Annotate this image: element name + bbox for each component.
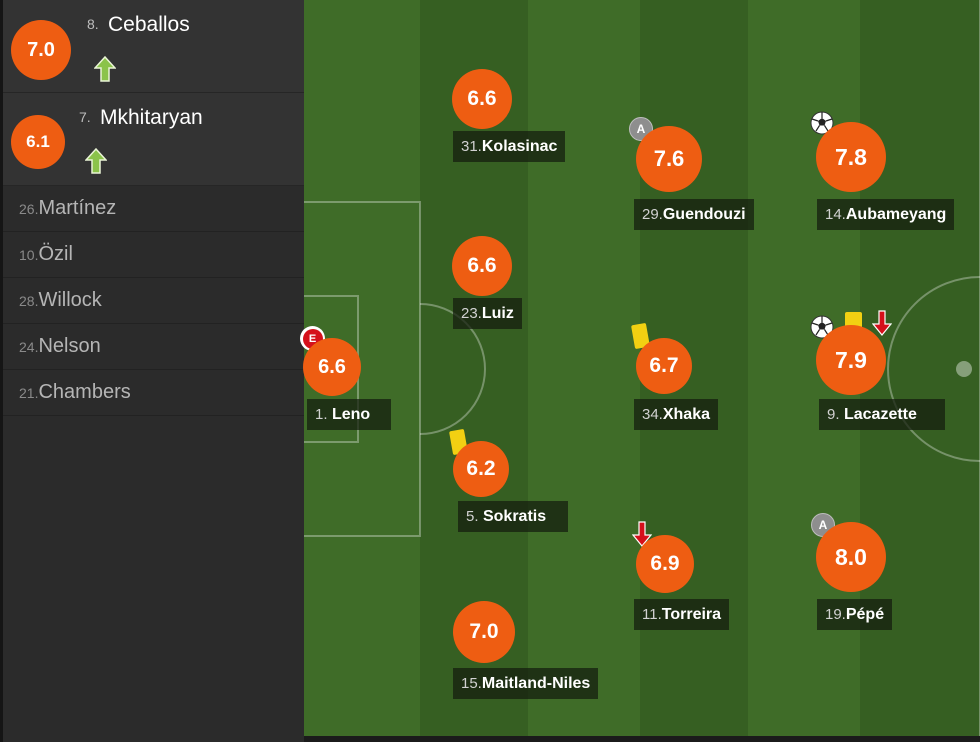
- player-number: 14.: [825, 206, 846, 223]
- player-label: 29.Guendouzi: [634, 199, 754, 230]
- player-name: Nelson: [38, 335, 101, 357]
- player-name: Özil: [38, 243, 73, 265]
- bench-player-row[interactable]: 26.Martínez: [3, 186, 304, 232]
- player-rating: 6.6: [452, 69, 512, 129]
- player-name: Guendouzi: [662, 206, 746, 223]
- player-number: 34.: [642, 406, 663, 423]
- player-rating: 8.0: [816, 522, 886, 592]
- player-rating: 7.0: [453, 601, 515, 663]
- player-number: 26.: [19, 200, 39, 217]
- player-name: Aubameyang: [845, 206, 947, 223]
- player-number: 31.: [461, 138, 482, 155]
- player-name: Mkhitaryan: [100, 106, 203, 129]
- player-number: 28.: [19, 292, 39, 309]
- player-rating: 6.9: [636, 535, 694, 593]
- player-name: Luiz: [481, 305, 514, 322]
- bench-player-row[interactable]: 21.Chambers: [3, 370, 304, 416]
- player-number: 19.: [825, 606, 846, 623]
- player-rating: 6.6: [452, 236, 512, 296]
- substitute-row[interactable]: 6.1 7. Mkhitaryan: [3, 93, 304, 186]
- player-number: 29.: [642, 206, 663, 223]
- player-rating: 7.8: [816, 122, 886, 192]
- player-name: Pépé: [845, 606, 885, 623]
- player-label: 1. Leno: [307, 399, 391, 430]
- player-label: 31.Kolasinac: [453, 131, 566, 162]
- player-rating: 7.0: [11, 20, 71, 80]
- player-name: Leno: [331, 406, 371, 423]
- player-name: Chambers: [38, 381, 131, 403]
- player-label: 11.Torreira: [634, 599, 730, 630]
- player-label: 9. Lacazette: [819, 399, 945, 430]
- player-rating: 6.7: [636, 338, 692, 394]
- arrow-up-icon: [94, 56, 116, 82]
- player-number: 7.: [79, 109, 91, 125]
- player-name: Lacazette: [843, 406, 917, 423]
- player-label: 14.Aubameyang: [817, 199, 955, 230]
- player-name: Xhaka: [662, 406, 710, 423]
- player-number: 9.: [827, 406, 840, 423]
- bench-player-row[interactable]: 10.Özil: [3, 232, 304, 278]
- player-label: 34.Xhaka: [634, 399, 718, 430]
- player-rating: 7.6: [636, 126, 702, 192]
- player-name: Sokratis: [482, 508, 547, 525]
- bench-player-row[interactable]: 24.Nelson: [3, 324, 304, 370]
- player-name: Torreira: [661, 606, 722, 623]
- player-rating: 6.1: [11, 115, 65, 169]
- player-label: 5. Sokratis: [458, 501, 568, 532]
- bench-player-row[interactable]: 28.Willock: [3, 278, 304, 324]
- goal-ball-icon: [810, 111, 834, 135]
- player-number: 8.: [87, 16, 99, 32]
- player-name: Martínez: [38, 197, 117, 219]
- player-name: Ceballos: [108, 13, 190, 36]
- player-number: 10.: [19, 246, 39, 263]
- pitch-markings: [304, 0, 980, 742]
- player-number: 11.: [642, 606, 662, 623]
- arrow-up-icon: [85, 148, 107, 174]
- substitutes-panel: 7.0 8. Ceballos 6.1 7. Mkhitaryan 26.Mar…: [0, 0, 304, 742]
- player-number: 24.: [19, 338, 39, 355]
- substitute-row[interactable]: 7.0 8. Ceballos: [3, 0, 304, 93]
- player-name: Willock: [38, 289, 102, 311]
- bottom-edge: [304, 736, 980, 742]
- player-label: 23.Luiz: [453, 298, 522, 329]
- player-rating: 6.6: [303, 338, 361, 396]
- player-label: 15.Maitland-Niles: [453, 668, 599, 699]
- player-rating: 7.9: [816, 325, 886, 395]
- player-number: 15.: [461, 675, 482, 692]
- player-number: 21.: [19, 384, 39, 401]
- player-number: 23.: [461, 305, 482, 322]
- pitch-stripe: [528, 0, 640, 742]
- arrow-down-icon: [872, 310, 892, 336]
- player-number: 1.: [315, 406, 328, 423]
- player-label: 19.Pépé: [817, 599, 893, 630]
- player-name: Kolasinac: [481, 138, 558, 155]
- player-number: 5.: [466, 508, 479, 525]
- player-name: Maitland-Niles: [481, 675, 591, 692]
- player-rating: 6.2: [453, 441, 509, 497]
